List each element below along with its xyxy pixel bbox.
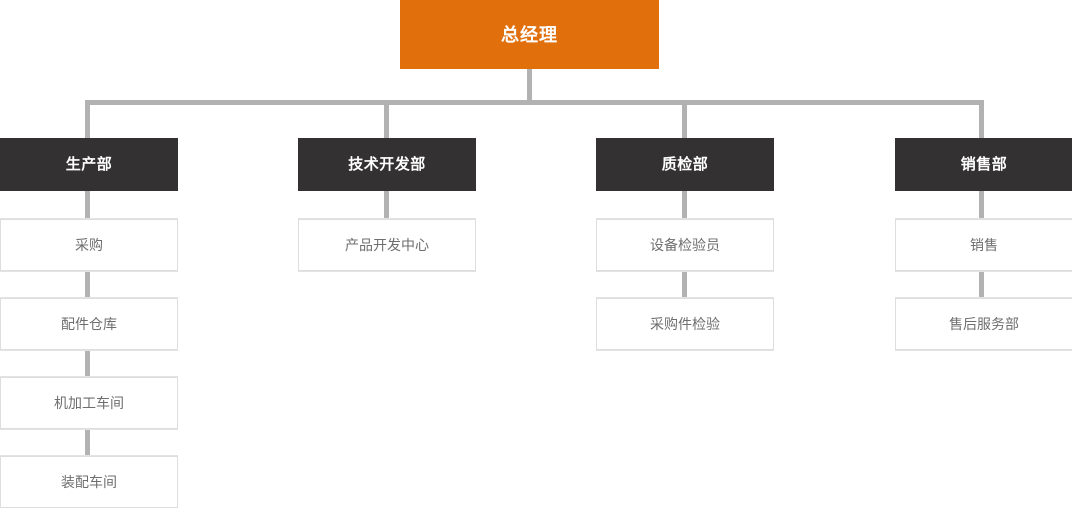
node-label: 质检部 — [661, 156, 709, 173]
node-general-manager[interactable]: 总经理 — [400, 0, 659, 69]
node-department-0[interactable]: 生产部 — [0, 138, 178, 191]
connector-child-0-1-to-0-2 — [85, 349, 90, 378]
node-department-1[interactable]: 技术开发部 — [298, 138, 476, 191]
node-department-2-child-1[interactable]: 采购件检验 — [596, 298, 774, 350]
node-department-1-child-0[interactable]: 产品开发中心 — [298, 219, 476, 271]
node-department-2[interactable]: 质检部 — [596, 138, 774, 191]
node-department-3-child-1[interactable]: 售后服务部 — [895, 298, 1072, 350]
node-label: 产品开发中心 — [345, 237, 429, 253]
node-label: 生产部 — [65, 156, 113, 173]
connector-bus-to-dept-2 — [682, 100, 687, 140]
node-label: 设备检验员 — [650, 237, 720, 253]
connector-dept-0-to-child-0 — [85, 190, 90, 220]
node-label: 机加工车间 — [54, 395, 124, 411]
connector-dept-1-to-child-0 — [384, 190, 389, 220]
node-label: 销售部 — [960, 156, 1008, 173]
node-label: 销售 — [970, 237, 998, 253]
connector-bus-to-dept-0 — [85, 100, 90, 140]
connector-bus-to-dept-3 — [979, 100, 984, 140]
node-department-0-child-3[interactable]: 装配车间 — [0, 456, 178, 508]
connector-bus — [85, 100, 984, 105]
connector-bus-to-dept-1 — [384, 100, 389, 140]
node-department-0-child-2[interactable]: 机加工车间 — [0, 377, 178, 429]
node-department-3[interactable]: 销售部 — [895, 138, 1072, 191]
node-department-3-child-0[interactable]: 销售 — [895, 219, 1072, 271]
connector-child-2-0-to-2-1 — [682, 270, 687, 299]
connector-child-0-2-to-0-3 — [85, 428, 90, 457]
node-label: 采购件检验 — [650, 316, 720, 332]
connector-child-0-0-to-0-1 — [85, 270, 90, 299]
node-department-0-child-1[interactable]: 配件仓库 — [0, 298, 178, 350]
node-department-0-child-0[interactable]: 采购 — [0, 219, 178, 271]
node-label: 技术开发部 — [348, 156, 426, 173]
node-label: 采购 — [75, 237, 103, 253]
connector-root-stem — [527, 69, 532, 105]
node-department-2-child-0[interactable]: 设备检验员 — [596, 219, 774, 271]
node-label: 总经理 — [501, 24, 558, 45]
connector-dept-2-to-child-0 — [682, 190, 687, 220]
connector-child-3-0-to-3-1 — [979, 270, 984, 299]
node-label: 售后服务部 — [949, 316, 1019, 332]
connector-dept-3-to-child-0 — [979, 190, 984, 220]
node-label: 配件仓库 — [61, 316, 117, 332]
node-label: 装配车间 — [61, 474, 117, 490]
